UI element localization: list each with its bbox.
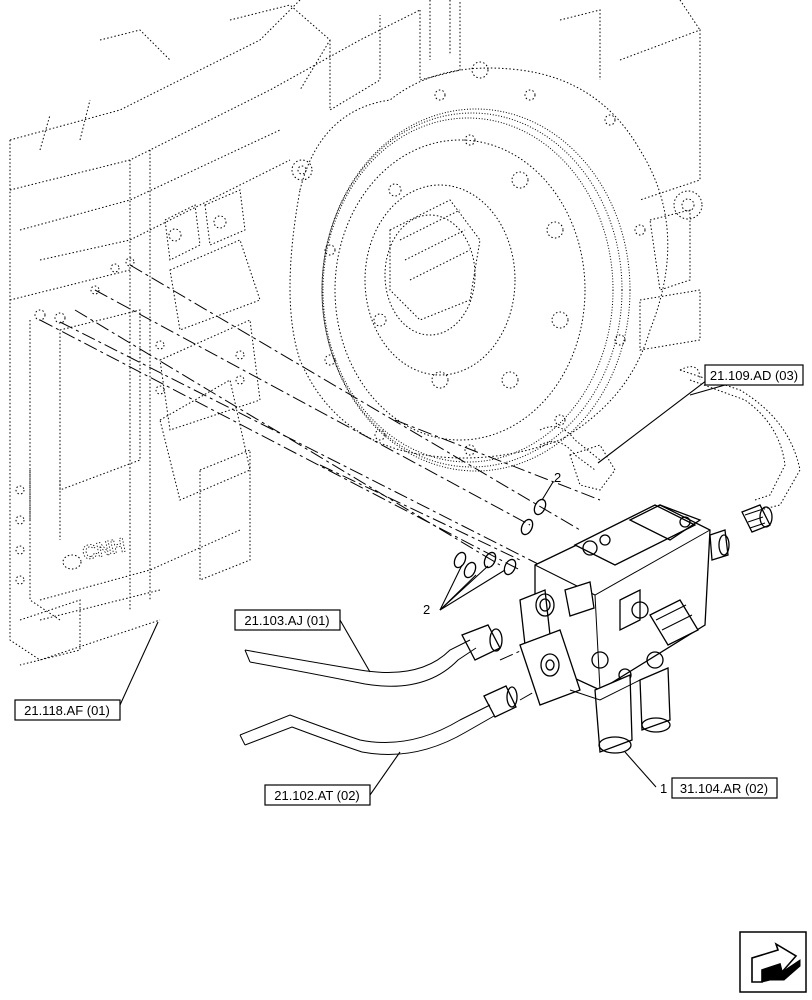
callout-21-102-at[interactable]: 21.102.AT (02) — [264, 784, 371, 806]
callout-21-103-aj[interactable]: 21.103.AJ (01) — [234, 609, 341, 631]
o-rings — [453, 498, 547, 579]
flywheel-housing — [289, 67, 669, 472]
callout-label: 21.118.AF (01) — [24, 703, 110, 718]
alignment-lines — [39, 264, 601, 701]
item-number-2-lower: 2 — [423, 602, 430, 617]
item-number-2-upper: 2 — [554, 470, 561, 485]
pipe-21-103-aj — [244, 624, 503, 687]
control-valve — [519, 504, 730, 754]
callout-label: 21.102.AT (02) — [274, 788, 360, 803]
item-number-1: 1 — [660, 781, 667, 796]
pipe-21-102-at — [239, 685, 518, 755]
transmission-housing — [9, 0, 703, 666]
swivel-fitting — [741, 504, 773, 533]
callout-label: 21.109.AD (03) — [710, 368, 798, 383]
next-page-arrow-icon[interactable] — [739, 931, 807, 993]
callout-21-109-ad[interactable]: 21.109.AD (03) — [704, 364, 804, 386]
leader-lines — [119, 373, 726, 796]
callout-label: 21.103.AJ (01) — [244, 613, 329, 628]
logo-text: CNH — [80, 534, 127, 565]
callout-31-104-ar[interactable]: 31.104.AR (02) — [671, 777, 778, 799]
callout-21-118-af[interactable]: 21.118.AF (01) — [14, 699, 121, 721]
cnh-logo: CNH — [62, 534, 128, 570]
callout-label: 31.104.AR (02) — [680, 781, 768, 796]
pipe-21-109-ad — [539, 366, 801, 511]
